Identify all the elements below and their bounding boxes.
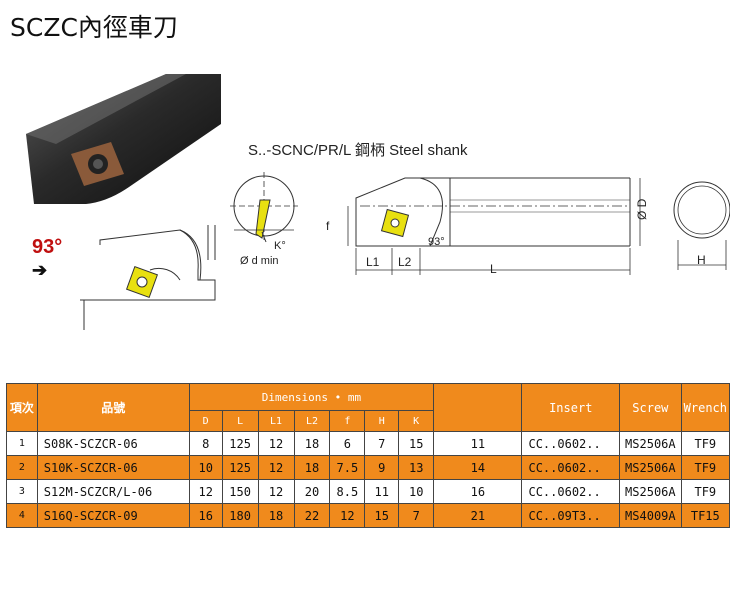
- k-angle-label: K°: [274, 240, 286, 252]
- cell-d: 16: [188, 503, 223, 528]
- cell-insert: CC..0602..: [521, 479, 621, 504]
- cell-h: 15: [364, 503, 400, 528]
- cell-l1: 18: [257, 503, 295, 528]
- l1-label: L1: [366, 255, 380, 269]
- table-row: 3 S12M-SCZCR/L-06 12 150 12 20 8.5 11 10…: [6, 479, 731, 504]
- header-l2: L2: [293, 410, 331, 432]
- header-f: f: [329, 410, 366, 432]
- cell-l1: 12: [257, 431, 295, 456]
- cell-screw: MS2506A: [619, 431, 682, 456]
- header-blank: [433, 383, 523, 432]
- cell-blank: 16: [433, 479, 523, 504]
- cell-d: 12: [188, 479, 223, 504]
- header-l1: L1: [257, 410, 295, 432]
- cell-h: 11: [364, 479, 400, 504]
- cell-k: 13: [398, 455, 435, 480]
- cell-insert: CC..09T3..: [521, 503, 621, 528]
- od-label: Ø D: [635, 198, 649, 220]
- cell-l: 150: [221, 479, 259, 504]
- header-screw: Screw: [619, 383, 682, 432]
- cell-screw: MS2506A: [619, 479, 682, 504]
- page-title: SCZC內徑車刀: [10, 13, 178, 42]
- table-row: 1 S08K-SCZCR-06 8 125 12 18 6 7 15 11 CC…: [6, 431, 731, 456]
- cell-l2: 18: [293, 455, 331, 480]
- cell-k: 7: [398, 503, 435, 528]
- cell-item: 3: [6, 479, 38, 504]
- h-label: H: [697, 253, 706, 267]
- header-k: K: [398, 410, 435, 432]
- cell-screw: MS2506A: [619, 455, 682, 480]
- cell-blank: 14: [433, 455, 523, 480]
- cell-blank: 21: [433, 503, 523, 528]
- cell-blank: 11: [433, 431, 523, 456]
- f-label: f: [326, 219, 330, 233]
- cell-product: S10K-SCZCR-06: [36, 455, 190, 480]
- cell-f: 8.5: [329, 479, 366, 504]
- cell-item: 4: [6, 503, 38, 528]
- cell-item: 1: [6, 431, 38, 456]
- cell-wrench: TF9: [680, 479, 731, 504]
- cell-l: 125: [221, 455, 259, 480]
- cell-screw: MS4009A: [619, 503, 682, 528]
- cell-h: 9: [364, 455, 400, 480]
- cell-product: S08K-SCZCR-06: [36, 431, 190, 456]
- spec-table: 項次 品號 Dimensions • mm Insert Screw Wrenc…: [6, 383, 731, 528]
- cell-l1: 12: [257, 455, 295, 480]
- product-photo: [16, 74, 226, 214]
- l2-label: L2: [398, 255, 412, 269]
- header-dimensions: Dimensions • mm: [188, 383, 435, 411]
- cell-l2: 22: [293, 503, 331, 528]
- cross-section-diagram: K° Ø d min: [230, 172, 298, 267]
- cell-wrench: TF9: [680, 431, 731, 456]
- header-d: D: [188, 410, 223, 432]
- table-row: 4 S16Q-SCZCR-09 16 180 18 22 12 15 7 21 …: [6, 503, 731, 528]
- l-label: L: [490, 262, 497, 276]
- cell-product: S16Q-SCZCR-09: [36, 503, 190, 528]
- cell-f: 7.5: [329, 455, 366, 480]
- cell-f: 12: [329, 503, 366, 528]
- arrow-icon: ➔: [32, 260, 48, 280]
- cell-wrench: TF9: [680, 455, 731, 480]
- cell-l2: 18: [293, 431, 331, 456]
- cell-h: 7: [364, 431, 400, 456]
- end-view-diagram: H: [673, 181, 731, 270]
- cell-k: 15: [398, 431, 435, 456]
- cell-l2: 20: [293, 479, 331, 504]
- shank-label: S..-SCNC/PR/L 鋼柄 Steel shank: [248, 142, 468, 159]
- shank-drawing: f 93° L1 L2 L Ø D: [326, 177, 649, 276]
- technical-diagram: K° Ø d min f 93° L1 L2 L: [30, 130, 731, 340]
- cell-l: 125: [221, 431, 259, 456]
- header-wrench: Wrench: [680, 383, 731, 432]
- cell-insert: CC..0602..: [521, 455, 621, 480]
- angle-value: 93°: [32, 236, 63, 258]
- cell-l1: 12: [257, 479, 295, 504]
- cell-f: 6: [329, 431, 366, 456]
- cell-l: 180: [221, 503, 259, 528]
- d-min-label: Ø d min: [240, 255, 279, 267]
- side-view-diagram: [80, 225, 216, 330]
- header-h: H: [364, 410, 400, 432]
- header-l: L: [221, 410, 259, 432]
- cell-wrench: TF15: [680, 503, 731, 528]
- header-insert: Insert: [521, 383, 621, 432]
- cell-d: 8: [188, 431, 223, 456]
- table-row: 2 S10K-SCZCR-06 10 125 12 18 7.5 9 13 14…: [6, 455, 731, 480]
- header-product: 品號: [36, 383, 190, 432]
- cell-insert: CC..0602..: [521, 431, 621, 456]
- cell-product: S12M-SCZCR/L-06: [36, 479, 190, 504]
- cell-item: 2: [6, 455, 38, 480]
- cell-k: 10: [398, 479, 435, 504]
- header-item: 項次: [6, 383, 38, 432]
- cell-d: 10: [188, 455, 223, 480]
- small-angle-label: 93°: [428, 236, 445, 248]
- angle-label: 93°➔: [32, 236, 62, 282]
